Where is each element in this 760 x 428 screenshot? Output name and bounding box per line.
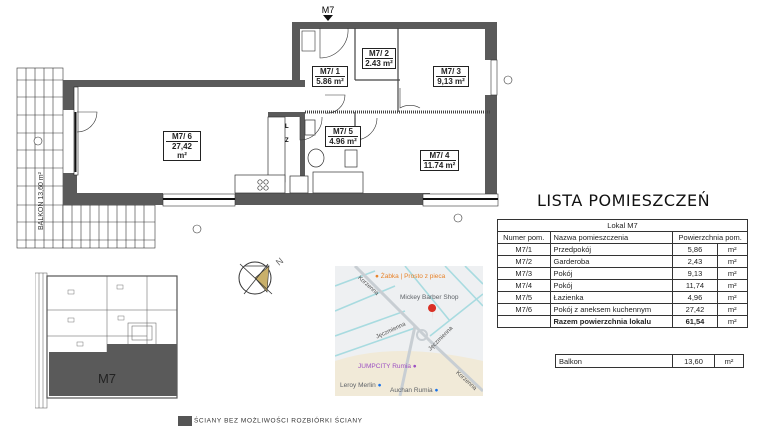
location-pin-icon xyxy=(428,304,437,321)
kitchen-fixtures xyxy=(234,116,309,194)
poi-jumpcity[interactable]: JUMPCITY Rumia ● xyxy=(358,363,417,370)
room-list-table: Lokal M7 Numer pom. Nazwa pomieszczenia … xyxy=(497,219,749,328)
balcony-label: BALKON 13,60 m² xyxy=(38,171,45,230)
north-label: N xyxy=(274,256,285,268)
entrance-label: M7 xyxy=(322,5,335,15)
header-name: Nazwa pomieszczenia xyxy=(549,231,674,244)
wall-legend: ŚCIANY BEZ MOŻLIWOŚCI ROZBIÓRKI ŚCIANY xyxy=(178,416,363,426)
poi-mickey-barber-shop[interactable]: Mickey Barber Shop xyxy=(400,294,459,301)
unit-highlight xyxy=(49,352,177,396)
location-map[interactable]: ● Żabka | Prosto z pieca Mickey Barber S… xyxy=(335,266,483,396)
header-num: Numer pom. xyxy=(497,231,551,244)
wall-swatch xyxy=(178,416,192,426)
building-key-plan: M7 xyxy=(35,272,178,409)
load-bearing-walls xyxy=(63,22,497,205)
poi-auchan[interactable]: Auchan Rumia ● xyxy=(390,387,439,394)
floor-plan: BALKON 13,60 m² xyxy=(16,5,513,249)
room-list-title: LISTA POMIESZCZEŃ xyxy=(537,191,711,210)
balcony-grid xyxy=(16,67,156,249)
unit-header: Lokal M7 xyxy=(497,219,748,232)
bathroom-fixtures xyxy=(304,119,364,194)
header-area: Powierzchnia pom. xyxy=(672,231,748,244)
poi-zabka[interactable]: ● Żabka | Prosto z pieca xyxy=(375,273,446,280)
dishwasher-mark: Z xyxy=(285,138,289,144)
fridge-mark: L xyxy=(285,124,289,130)
poi-leroy-merlin[interactable]: Leroy Merlin ● xyxy=(340,382,382,389)
entrance-arrow-icon xyxy=(323,15,333,21)
compass-icon: N xyxy=(238,256,285,295)
legend-label: ŚCIANY BEZ MOŻLIWOŚCI ROZBIÓRKI ŚCIANY xyxy=(194,417,363,425)
keyplan-unit-label: M7 xyxy=(98,371,116,386)
